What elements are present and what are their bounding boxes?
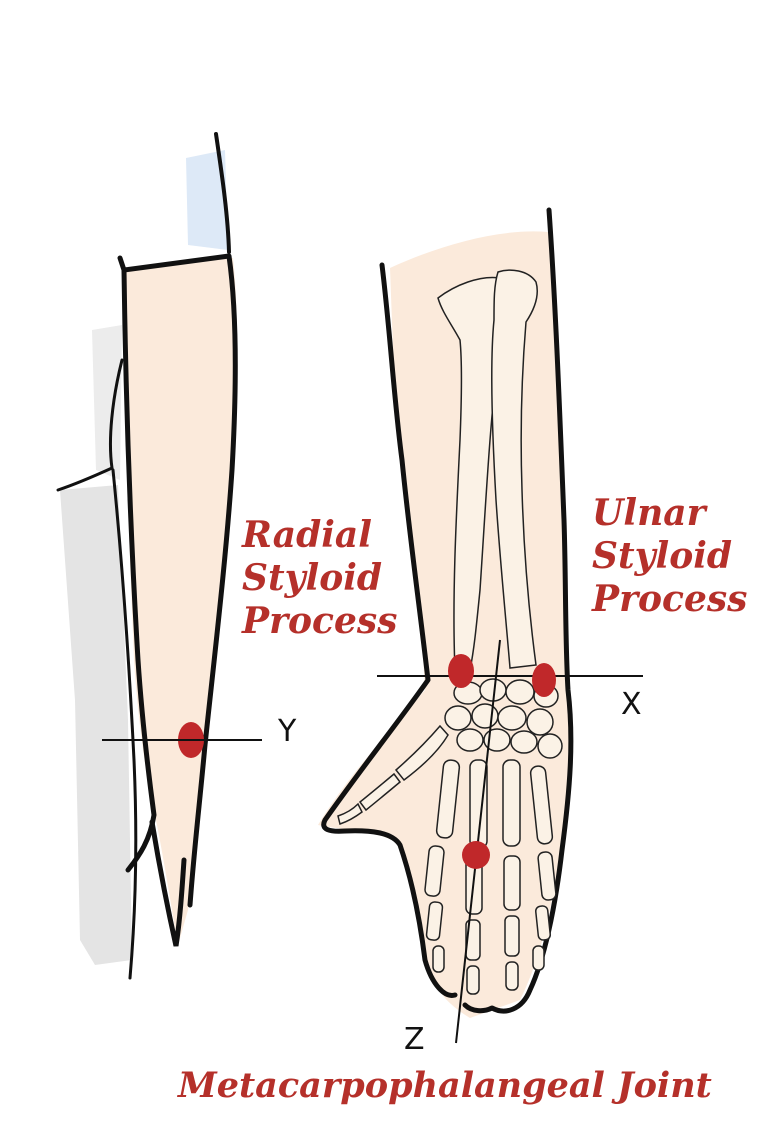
palmar-outline-right: [462, 207, 574, 1014]
axis-y-label: Y: [278, 714, 297, 749]
phalanx: [503, 855, 521, 911]
phalanx: [532, 945, 545, 971]
palmar-view-arm: [318, 207, 643, 1044]
ulnar-label-line1: Ulnar: [592, 492, 706, 534]
phalanx: [505, 961, 519, 991]
ulnar-label-line3: Process: [592, 578, 748, 620]
carpal-bone: [444, 705, 472, 731]
metacarpal: [435, 759, 461, 839]
carpal-bone: [456, 728, 484, 752]
shoulder-outline: [56, 358, 124, 492]
ulnar-styloid-marker: [532, 663, 556, 697]
carpal-bone: [537, 733, 563, 759]
phalanx: [535, 905, 551, 941]
phalanx: [432, 945, 445, 973]
thumb-phalanx: [337, 802, 363, 825]
thumb-metacarpal: [394, 724, 449, 782]
side-forearm-outline-front: [121, 253, 238, 908]
ulna-bone: [491, 269, 538, 669]
carpal-bone: [471, 703, 499, 729]
body-shadow-upper: [92, 325, 122, 480]
phalanx: [537, 851, 557, 901]
finger-bones: [424, 759, 557, 995]
body-shadow: [60, 485, 132, 965]
carpal-bone: [505, 679, 535, 705]
mcp-joint-marker: [462, 841, 490, 869]
metacarpal: [502, 759, 521, 847]
phalanx: [424, 845, 445, 897]
torso-outline: [214, 132, 231, 254]
carpal-bone: [497, 705, 527, 731]
ulnar-styloid-label: Ulnar Styloid Process: [592, 492, 747, 621]
sleeve: [186, 150, 228, 250]
mcp-joint-label: Metacarpophalangeal Joint: [178, 1065, 712, 1106]
torso-side: [111, 468, 138, 980]
side-thumb-outline: [149, 819, 187, 947]
palmar-outline-left: [321, 262, 458, 998]
axis-x-label: X: [621, 687, 642, 722]
radial-label-line3: Process: [242, 600, 398, 642]
radial-label-line1: Radial: [242, 514, 372, 556]
phalanx: [425, 901, 444, 941]
metacarpal: [529, 765, 554, 845]
thumb-phalanx: [358, 772, 402, 812]
radial-styloid-label: Radial Styloid Process: [242, 514, 397, 643]
radial-label-line2: Styloid: [242, 557, 383, 599]
phalanx: [504, 915, 520, 957]
axis-z-label: Z: [404, 1022, 425, 1057]
side-forearm-skin: [123, 258, 237, 945]
radial-styloid-marker-palmar: [448, 654, 474, 688]
carpal-bone: [526, 708, 554, 736]
ulnar-label-line2: Styloid: [592, 535, 733, 577]
thumb-bones: [337, 724, 449, 825]
side-view-arm: [56, 132, 262, 980]
phalanx: [465, 919, 481, 961]
phalanx: [466, 965, 480, 995]
carpal-bone: [510, 730, 538, 754]
